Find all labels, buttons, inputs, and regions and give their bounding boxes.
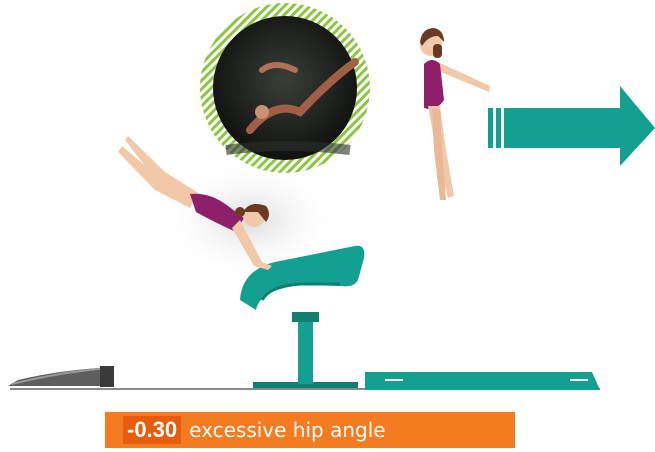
deduction-value: -0.30 bbox=[123, 416, 181, 444]
gymnast-landing bbox=[420, 28, 490, 200]
vault-photo bbox=[200, 3, 370, 173]
deduction-banner: -0.30 excessive hip angle bbox=[105, 412, 515, 448]
springboard bbox=[8, 366, 114, 387]
arrow-right-icon bbox=[488, 86, 655, 166]
deduction-label: excessive hip angle bbox=[189, 418, 385, 442]
landing-mat bbox=[365, 372, 600, 390]
